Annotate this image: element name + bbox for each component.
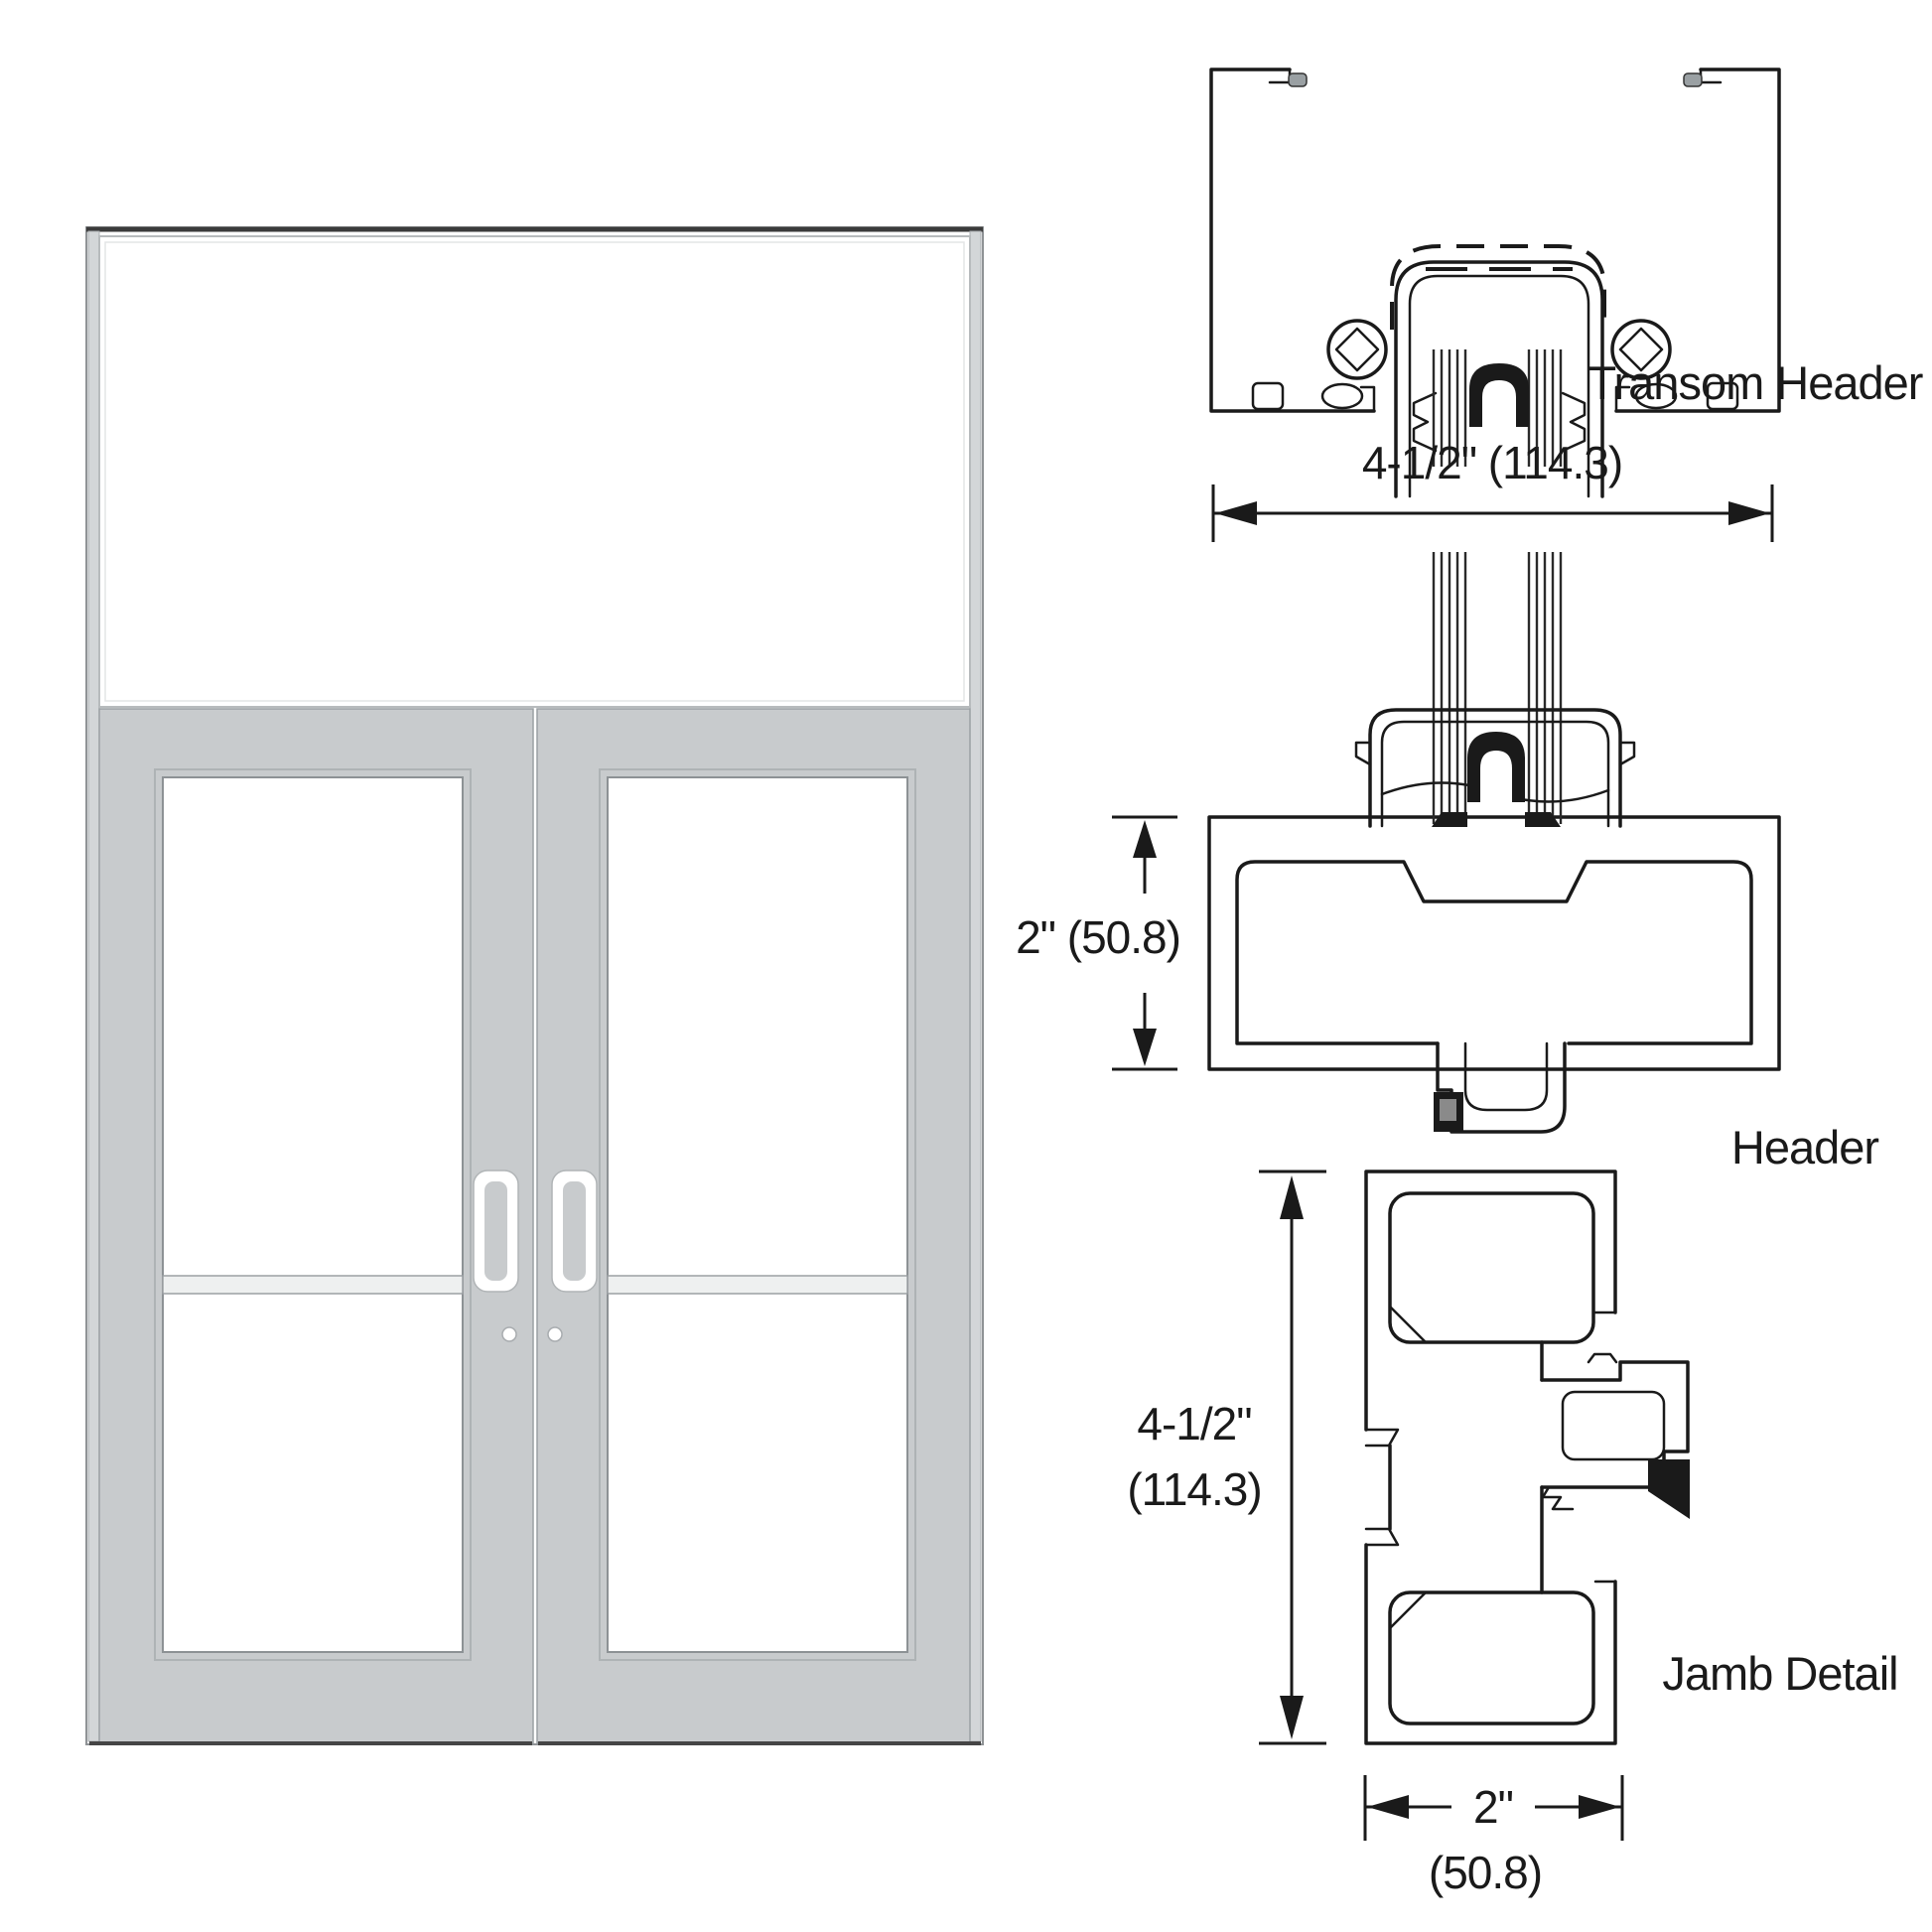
door-top-rail-hooks <box>1354 741 1636 766</box>
header-depth-text: 2" (50.8) <box>1016 911 1180 963</box>
rail-glazing-block-hole <box>1480 751 1512 802</box>
jamb-stop-cavity <box>1561 1390 1666 1461</box>
jamb-cavity-top <box>1388 1191 1595 1344</box>
jamb-cavity-bottom <box>1388 1590 1595 1725</box>
jamb-profile <box>1364 1170 1690 1745</box>
jamb-height-dimension: 4-1/2" (114.3) <box>1127 1170 1326 1745</box>
leaf-right-midrail <box>607 1275 908 1295</box>
transom-header-detail: Transom Header <box>1209 68 1924 498</box>
transom-glass <box>98 235 971 708</box>
jamb-detail: 4-1/2" (114.3) 2 <box>1127 1170 1899 1898</box>
cylinder-dot-right <box>547 1326 563 1342</box>
leaf-right-bevel <box>599 768 916 1661</box>
door-elevation <box>85 226 984 1745</box>
door-top-rail-inner <box>1380 720 1610 828</box>
pull-handle-right <box>551 1170 598 1293</box>
leaf-left-bevel <box>154 768 472 1661</box>
header-profile-inner <box>1235 860 1753 1045</box>
right-bracket <box>1614 68 1781 413</box>
overall-width-dimension: 4-1/2" (114.3) <box>1211 437 1774 542</box>
jamb-width-mm-text: (50.8) <box>1429 1847 1542 1898</box>
header-clip-block-core <box>1440 1099 1456 1121</box>
clamp-right <box>1610 319 1678 410</box>
left-foot <box>1251 381 1285 411</box>
header-detail: 2" (50.8) Header <box>1016 552 1879 1173</box>
transom-frame-outer <box>1394 260 1604 498</box>
clamp-left <box>1320 319 1388 410</box>
cylinder-dot-left <box>501 1326 517 1342</box>
transom-frame-inner <box>1408 274 1590 498</box>
header-profile-outer <box>1207 815 1781 1071</box>
header-clip-inner <box>1463 1041 1549 1112</box>
handle-left-core <box>484 1181 507 1281</box>
left-bracket-tab <box>1268 68 1292 84</box>
leaf-right-glass <box>607 776 908 1653</box>
rail-wedge-right <box>1525 812 1561 827</box>
transom-header-label: Transom Header <box>1588 356 1923 409</box>
door-leaf-left <box>98 708 534 1744</box>
left-bracket-nub <box>1288 72 1308 87</box>
frame-right-jamb <box>969 230 982 1742</box>
frame-left-jamb <box>87 230 100 1742</box>
header-glass-stripes <box>1432 552 1563 824</box>
transom-glass-inner-line <box>104 241 965 702</box>
glazing-clip-right <box>1561 391 1587 453</box>
jamb-height-in-text: 4-1/2" <box>1137 1398 1251 1449</box>
jamb-height-mm-text: (114.3) <box>1127 1463 1261 1515</box>
left-bracket-hook <box>1359 385 1376 413</box>
rail-wedge-left <box>1432 812 1467 827</box>
door-top-rail-outer <box>1368 708 1622 828</box>
dashed-pocket <box>1390 244 1606 330</box>
right-bracket-nub <box>1683 72 1703 87</box>
jamb-width-in-text: 2" <box>1473 1781 1513 1833</box>
jamb-width-dimension: 2" (50.8) <box>1363 1775 1624 1898</box>
leaf-left-glass <box>162 776 464 1653</box>
header-depth-dimension: 2" (50.8) <box>1016 815 1181 1071</box>
jamb-weatherstrip <box>1648 1459 1690 1519</box>
right-foot <box>1706 381 1739 411</box>
glazing-block-hole <box>1482 380 1516 427</box>
leaf-left-midrail <box>162 1275 464 1295</box>
glazing-clip-left <box>1412 391 1438 453</box>
pull-handle-left <box>473 1170 519 1293</box>
right-bracket-tab <box>1699 68 1723 84</box>
jamb-detail-label: Jamb Detail <box>1662 1647 1897 1700</box>
header-label: Header <box>1731 1121 1878 1173</box>
left-bracket <box>1209 68 1376 413</box>
door-leaf-right <box>536 708 971 1744</box>
overall-width-text: 4-1/2" (114.3) <box>1362 437 1622 488</box>
right-bracket-hook <box>1614 385 1631 413</box>
handle-right-core <box>563 1181 586 1281</box>
